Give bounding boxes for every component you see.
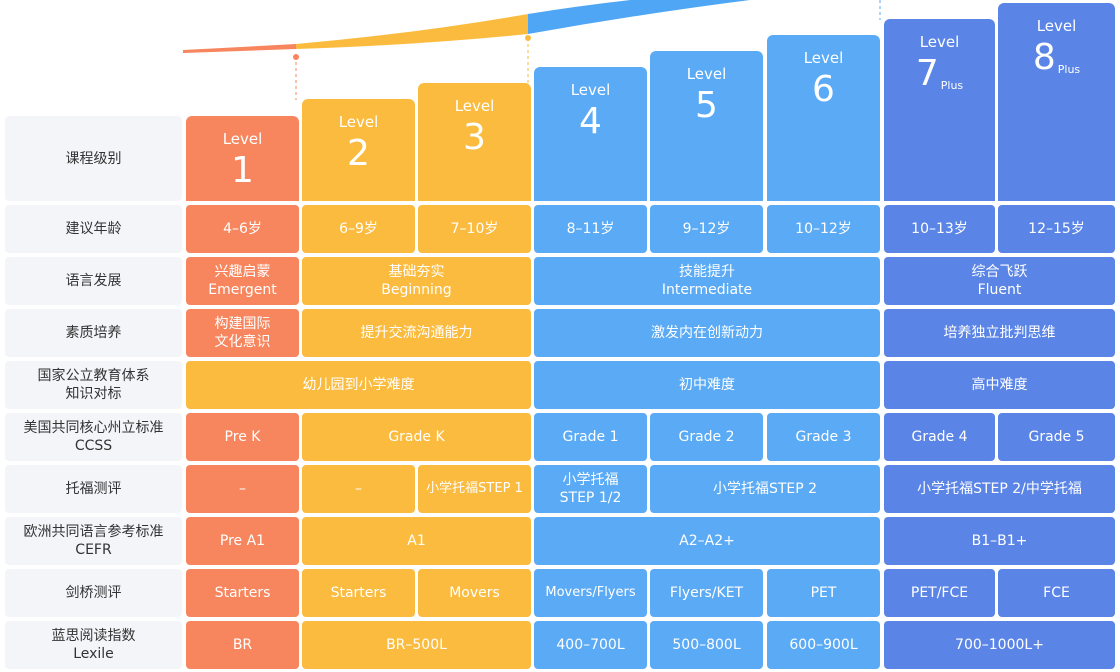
age-cell: 4–6岁 [186,205,299,253]
lexile-cell: 700–1000L+ [884,621,1115,669]
toefl-cell: – [186,465,299,513]
age-cell: 10–13岁 [884,205,995,253]
cambridge-cell: Movers [418,569,531,617]
level-header-3[interactable]: Level 3 [418,83,531,201]
toefl-cell: 小学托福STEP 2 [650,465,880,513]
level-header-6[interactable]: Level 6 [767,35,880,201]
ccss-cell: Grade 4 [884,413,995,461]
cambridge-cell: Movers/Flyers [534,569,647,617]
cefr-cell: Pre A1 [186,517,299,565]
lexile-cell: 500–800L [650,621,763,669]
cambridge-cell: PET/FCE [884,569,995,617]
quality-cell: 培养独立批判思维 [884,309,1115,357]
ccss-cell: Grade 5 [998,413,1115,461]
cambridge-cell: Flyers/KET [650,569,763,617]
lexile-cell: 400–700L [534,621,647,669]
cefr-cell: A1 [302,517,531,565]
cambridge-cell: PET [767,569,880,617]
row-label-cambridge: 剑桥测评 [5,569,182,617]
age-cell: 7–10岁 [418,205,531,253]
ccss-cell: Grade 1 [534,413,647,461]
row-label-national: 国家公立教育体系知识对标 [5,361,182,409]
curve-segment-yellow [296,14,528,49]
row-label-language: 语言发展 [5,257,182,305]
row-label-toefl: 托福测评 [5,465,182,513]
cambridge-cell: Starters [186,569,299,617]
level-header-2[interactable]: Level 2 [302,99,415,201]
curve-segment-blue [528,0,750,34]
national-cell: 初中难度 [534,361,880,409]
level-header-1[interactable]: Level 1 [186,116,299,201]
quality-cell: 激发内在创新动力 [534,309,880,357]
lexile-cell: BR [186,621,299,669]
lexile-cell: BR–500L [302,621,531,669]
age-cell: 9–12岁 [650,205,763,253]
ccss-cell: Pre K [186,413,299,461]
ccss-cell: Grade K [302,413,531,461]
cefr-cell: B1–B1+ [884,517,1115,565]
age-cell: 10–12岁 [767,205,880,253]
row-label-age: 建议年龄 [5,205,182,253]
age-cell: 6–9岁 [302,205,415,253]
cambridge-cell: Starters [302,569,415,617]
quality-cell: 构建国际文化意识 [186,309,299,357]
toefl-cell: 小学托福STEP 1 [418,465,531,513]
row-label-level: 课程级别 [5,116,182,201]
age-cell: 8–11岁 [534,205,647,253]
ccss-cell: Grade 2 [650,413,763,461]
curve-segment-orange [183,44,296,53]
lexile-cell: 600–900L [767,621,880,669]
national-cell: 幼儿园到小学难度 [186,361,531,409]
guide-dot-yellow [525,35,531,41]
age-cell: 12–15岁 [998,205,1115,253]
cambridge-cell: FCE [998,569,1115,617]
level-header-4[interactable]: Level 4 [534,67,647,201]
row-label-quality: 素质培养 [5,309,182,357]
toefl-cell: 小学托福STEP 2/中学托福 [884,465,1115,513]
national-cell: 高中难度 [884,361,1115,409]
guide-dot-orange [293,54,299,60]
quality-cell: 提升交流沟通能力 [302,309,531,357]
cefr-cell: A2–A2+ [534,517,880,565]
toefl-cell: – [302,465,415,513]
level-header-5[interactable]: Level 5 [650,51,763,201]
progress-curve [183,0,881,100]
ccss-cell: Grade 3 [767,413,880,461]
